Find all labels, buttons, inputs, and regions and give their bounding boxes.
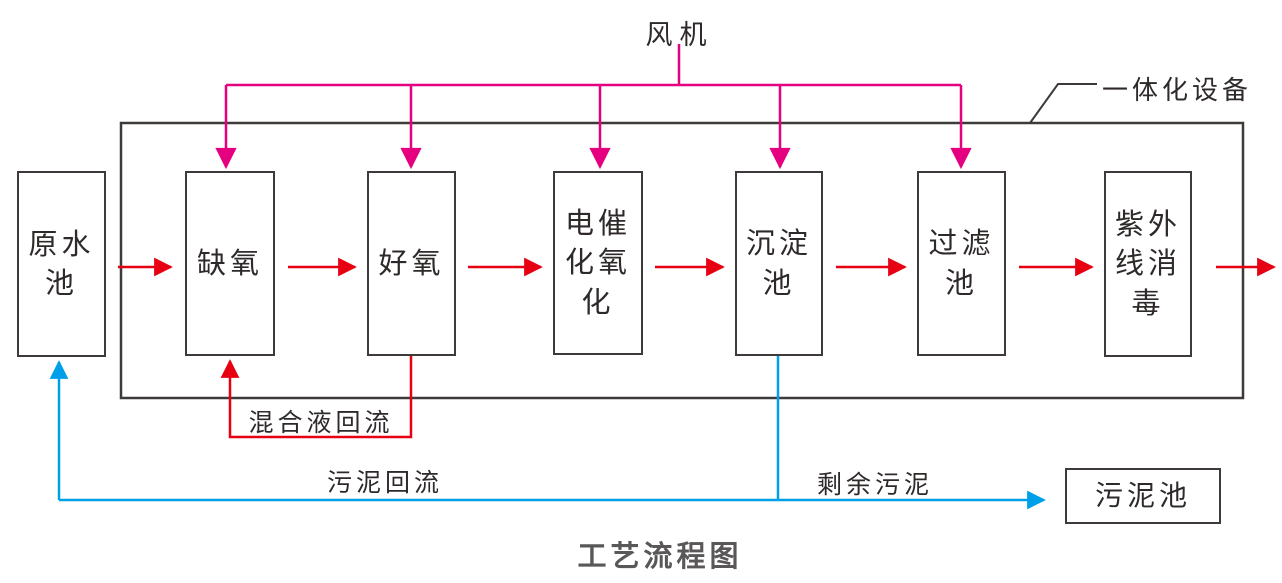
box-sludge-pool: 污泥池 (1065, 468, 1221, 524)
box-sedimentation-pool: 沉淀池 (735, 171, 823, 356)
integrated-label-leader-line (1029, 83, 1097, 124)
sludge-return-label: 污泥回流 (327, 468, 444, 497)
box-raw-water-pool: 原水池 (17, 171, 106, 357)
box-filter-pool: 过滤池 (917, 171, 1006, 356)
box-uv-disinfection: 紫外线消毒 (1104, 171, 1192, 357)
integrated-unit-outline (119, 121, 1245, 400)
mixed-liquor-return-label: 混合液回流 (248, 408, 394, 437)
mixed-liquor-return-line (220, 356, 413, 439)
box-electrocatalytic-oxidation: 电催化氧化 (553, 171, 643, 355)
excess-sludge-label: 剩余污泥 (817, 470, 934, 499)
integrated-unit-label: 一体化设备 (1102, 76, 1253, 106)
fan-label: 风机 (645, 20, 714, 51)
box-aerobic: 好氧 (367, 171, 456, 356)
box-anoxic: 缺氧 (185, 171, 275, 356)
diagram-title: 工艺流程图 (577, 539, 743, 573)
